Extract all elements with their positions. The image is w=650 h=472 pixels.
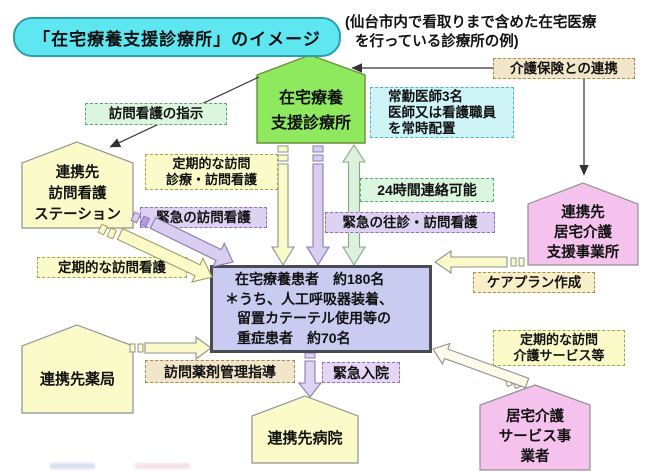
station-house-shape [21, 141, 134, 229]
care-support-office-label: 連携先 居宅介護 支援事業所 [528, 203, 638, 263]
office-line2: 居宅介護 [554, 225, 612, 241]
hospital-house-shape [251, 395, 359, 464]
label-emergency-admission: 緊急入院 [322, 362, 400, 383]
clinic-line1: 在宅療養 [278, 89, 343, 107]
arrow-careplan-to-patient [434, 249, 525, 275]
care-plan-text: ケアプラン作成 [486, 274, 582, 290]
patient-summary-box: 在宅療養患者 約180名 ＊うち、人工呼吸器装着、 留置カテーテル使用等の 重症… [210, 265, 432, 353]
patient-line2: ＊うち、人工呼吸器装着、 [225, 290, 393, 307]
patient-line4: 重症患者 約70名 [237, 329, 351, 346]
staffing-line2: 医師又は看護職員 [388, 104, 496, 120]
arrow-emergency-admission-down [297, 352, 323, 398]
periodic-visit-care-line2: 診療・訪問看護 [165, 172, 257, 187]
care-service-line2: サービス事 [498, 429, 572, 445]
label-periodic-care-service: 定期的な訪問 介護サービス等 [493, 330, 625, 366]
label-visit-nursing-order: 訪問看護の指示 [85, 103, 227, 125]
label-care-plan: ケアプラン作成 [473, 272, 595, 293]
label-emergency-house-call: 緊急の往診・訪問看護 [325, 212, 495, 233]
label-periodic-visit-nursing: 定期的な訪問看護 [37, 257, 187, 278]
pharmacy-house-label: 連携先薬局 [22, 346, 133, 411]
hospital-house-label: 連携先病院 [252, 414, 358, 461]
clinic-line2: 支援診療所 [270, 114, 351, 132]
pharmacy-text: 連携先薬局 [39, 371, 115, 388]
care-service-line1: 居宅介護 [506, 409, 564, 425]
emergency-house-call-text: 緊急の往診・訪問看護 [342, 214, 478, 230]
visit-nursing-order-text: 訪問看護の指示 [108, 106, 204, 121]
arrow-periodic-visit-down [271, 145, 295, 267]
subtitle-line1: (仙台市内で看取りまで含めた在宅医療 [345, 15, 597, 31]
emergency-visit-nursing-text: 緊急の訪問看護 [156, 209, 251, 225]
care-service-house-label: 居宅介護 サービス事 業者 [480, 406, 590, 468]
periodic-care-service-line2: 介護サービス等 [513, 348, 605, 363]
bottom-edge-artifact-blue [50, 463, 95, 469]
care-service-line3: 業者 [520, 449, 550, 465]
bottom-edge-artifact-pink [135, 463, 190, 469]
emergency-admission-text: 緊急入院 [333, 364, 389, 381]
patient-line1: 在宅療養患者 約180名 [235, 271, 385, 287]
office-line3: 支援事業所 [546, 245, 620, 261]
hospital-text: 連携先病院 [267, 430, 343, 447]
label-emergency-visit-nursing: 緊急の訪問看護 [140, 207, 267, 228]
arrow-care-service-to-patient [432, 342, 530, 390]
arrow-emergency-visit-down [306, 145, 330, 267]
clinic-pentagon-label: 在宅療養 支援診療所 [257, 83, 365, 138]
staffing-line3: を常時配置 [388, 120, 456, 136]
patient-line3: 留置カテーテル使用等の [237, 310, 391, 326]
station-line3: ステーション [34, 206, 121, 223]
care-service-house-shape [479, 384, 591, 471]
label-insurance-link-text: 介護保険との連携 [510, 60, 618, 76]
subtitle-note: (仙台市内で看取りまで含めた在宅医療 を行っている診療所の例) [345, 14, 645, 52]
medication-guidance-text: 訪問薬剤管理指導 [164, 363, 276, 380]
office-line1: 連携先 [561, 205, 605, 221]
pharmacy-house-shape [21, 324, 134, 414]
label-insurance-link: 介護保険との連携 [493, 58, 635, 79]
title-banner: 「在宅療養支援診療所」のイメージ [13, 17, 341, 57]
arrow-pharmacy-to-patient [129, 335, 212, 361]
arrow-24h-contact-double [341, 143, 367, 267]
care-support-office-house-shape [527, 182, 639, 266]
label-periodic-visit-care: 定期的な訪問 診療・訪問看護 [145, 154, 278, 190]
station-house-label: 連携先 訪問看護 ステーション [22, 162, 133, 226]
station-line2: 訪問看護 [48, 185, 107, 202]
periodic-visit-nursing-text: 定期的な訪問看護 [58, 259, 166, 275]
station-line1: 連携先 [55, 164, 100, 181]
staffing-line1: 常勤医師3名 [388, 88, 464, 104]
contact-24h-text: 24時間連絡可能 [377, 182, 477, 198]
label-staffing-note: 常勤医師3名 医師又は看護職員 を常時配置 [370, 87, 514, 138]
subtitle-line2: を行っている診療所の例) [355, 34, 519, 50]
periodic-visit-care-line1: 定期的な訪問 [172, 156, 251, 171]
periodic-care-service-line1: 定期的な訪問 [519, 332, 598, 347]
label-24h-contact: 24時間連絡可能 [360, 178, 494, 202]
label-medication-guidance: 訪問薬剤管理指導 [145, 360, 295, 383]
title-text: 「在宅療養支援診療所」のイメージ [33, 29, 321, 49]
